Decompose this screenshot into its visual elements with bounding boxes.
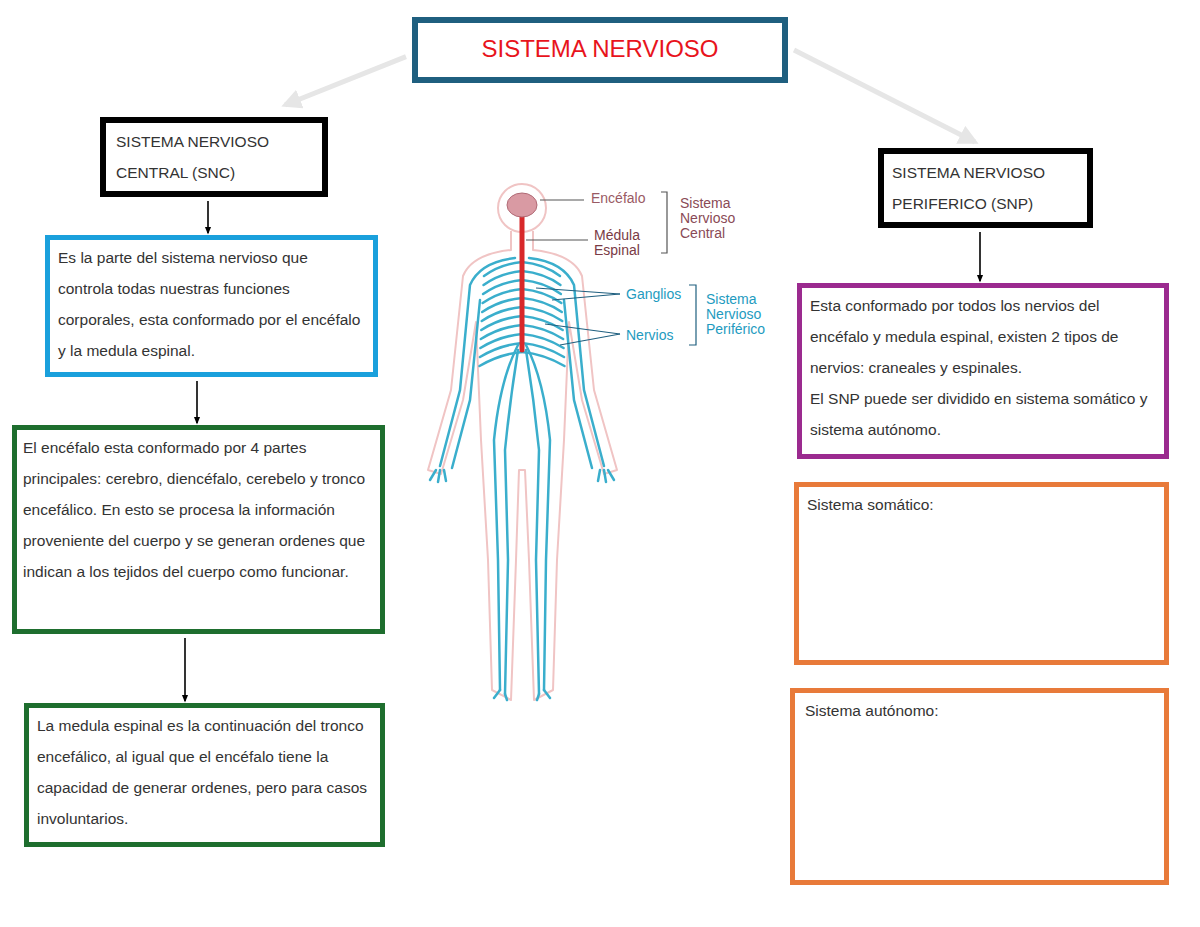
connector-arrow: [196, 381, 198, 423]
nerve-branch: [522, 334, 564, 348]
box-text: Sistema autónomo:: [805, 695, 1154, 726]
box-text: SISTEMA NERVIOSO PERIFERICO (SNP): [892, 157, 1079, 219]
empty-category-box: Sistema somático:: [794, 482, 1169, 665]
description-box: Es la parte del sistema nervioso que con…: [45, 235, 378, 377]
connector-arrow: [207, 201, 209, 233]
box-text: Sistema somático:: [807, 489, 1156, 520]
empty-category-box: Sistema autónomo:: [790, 688, 1169, 885]
connector-arrow: [285, 57, 406, 105]
figure-label: Ganglios: [626, 287, 706, 302]
leader-lines: [526, 192, 696, 345]
nerve-branch: [522, 352, 565, 366]
box-text: La medula espinal es la continuación del…: [37, 710, 372, 834]
nerve-branch: [522, 325, 563, 339]
figure-label: Médula Espinal: [594, 228, 658, 258]
box-text: SISTEMA NERVIOSO CENTRAL (SNC): [116, 126, 312, 188]
nerve-branch: [522, 343, 564, 357]
connector-arrow: [979, 232, 981, 281]
figure-label: Nervios: [626, 328, 706, 343]
description-box: El encéfalo esta conformado por 4 partes…: [12, 425, 385, 634]
figure-label: Sistema Nervioso Periférico: [706, 292, 786, 337]
figure-label: Sistema Nervioso Central: [680, 196, 760, 241]
nerve-branch: [480, 343, 522, 357]
box-text: El SNP puede ser dividido en sistema som…: [810, 383, 1156, 445]
heading-box: SISTEMA NERVIOSO PERIFERICO (SNP): [878, 148, 1093, 228]
heading-box: SISTEMA NERVIOSO CENTRAL (SNC): [100, 117, 328, 197]
body-outline: [428, 184, 617, 700]
title-box: SISTEMA NERVIOSO: [412, 17, 788, 83]
box-text: Es la parte del sistema nervioso que con…: [58, 242, 365, 366]
spinal-cord: [520, 214, 525, 350]
nerve-branch: [481, 325, 522, 339]
connector-arrow: [794, 50, 975, 142]
description-box: La medula espinal es la continuación del…: [24, 703, 385, 847]
nerve-branch: [480, 334, 522, 348]
figure-label: Encéfalo: [591, 191, 671, 206]
box-text: Esta conformado por todos los nervios de…: [810, 290, 1156, 383]
description-box: Esta conformado por todos los nervios de…: [797, 283, 1169, 459]
nerve-branch: [480, 352, 523, 366]
brain: [507, 193, 537, 217]
connector-arrow: [184, 638, 186, 701]
title-text: SISTEMA NERVIOSO: [430, 33, 770, 65]
box-text: El encéfalo esta conformado por 4 partes…: [23, 432, 374, 587]
